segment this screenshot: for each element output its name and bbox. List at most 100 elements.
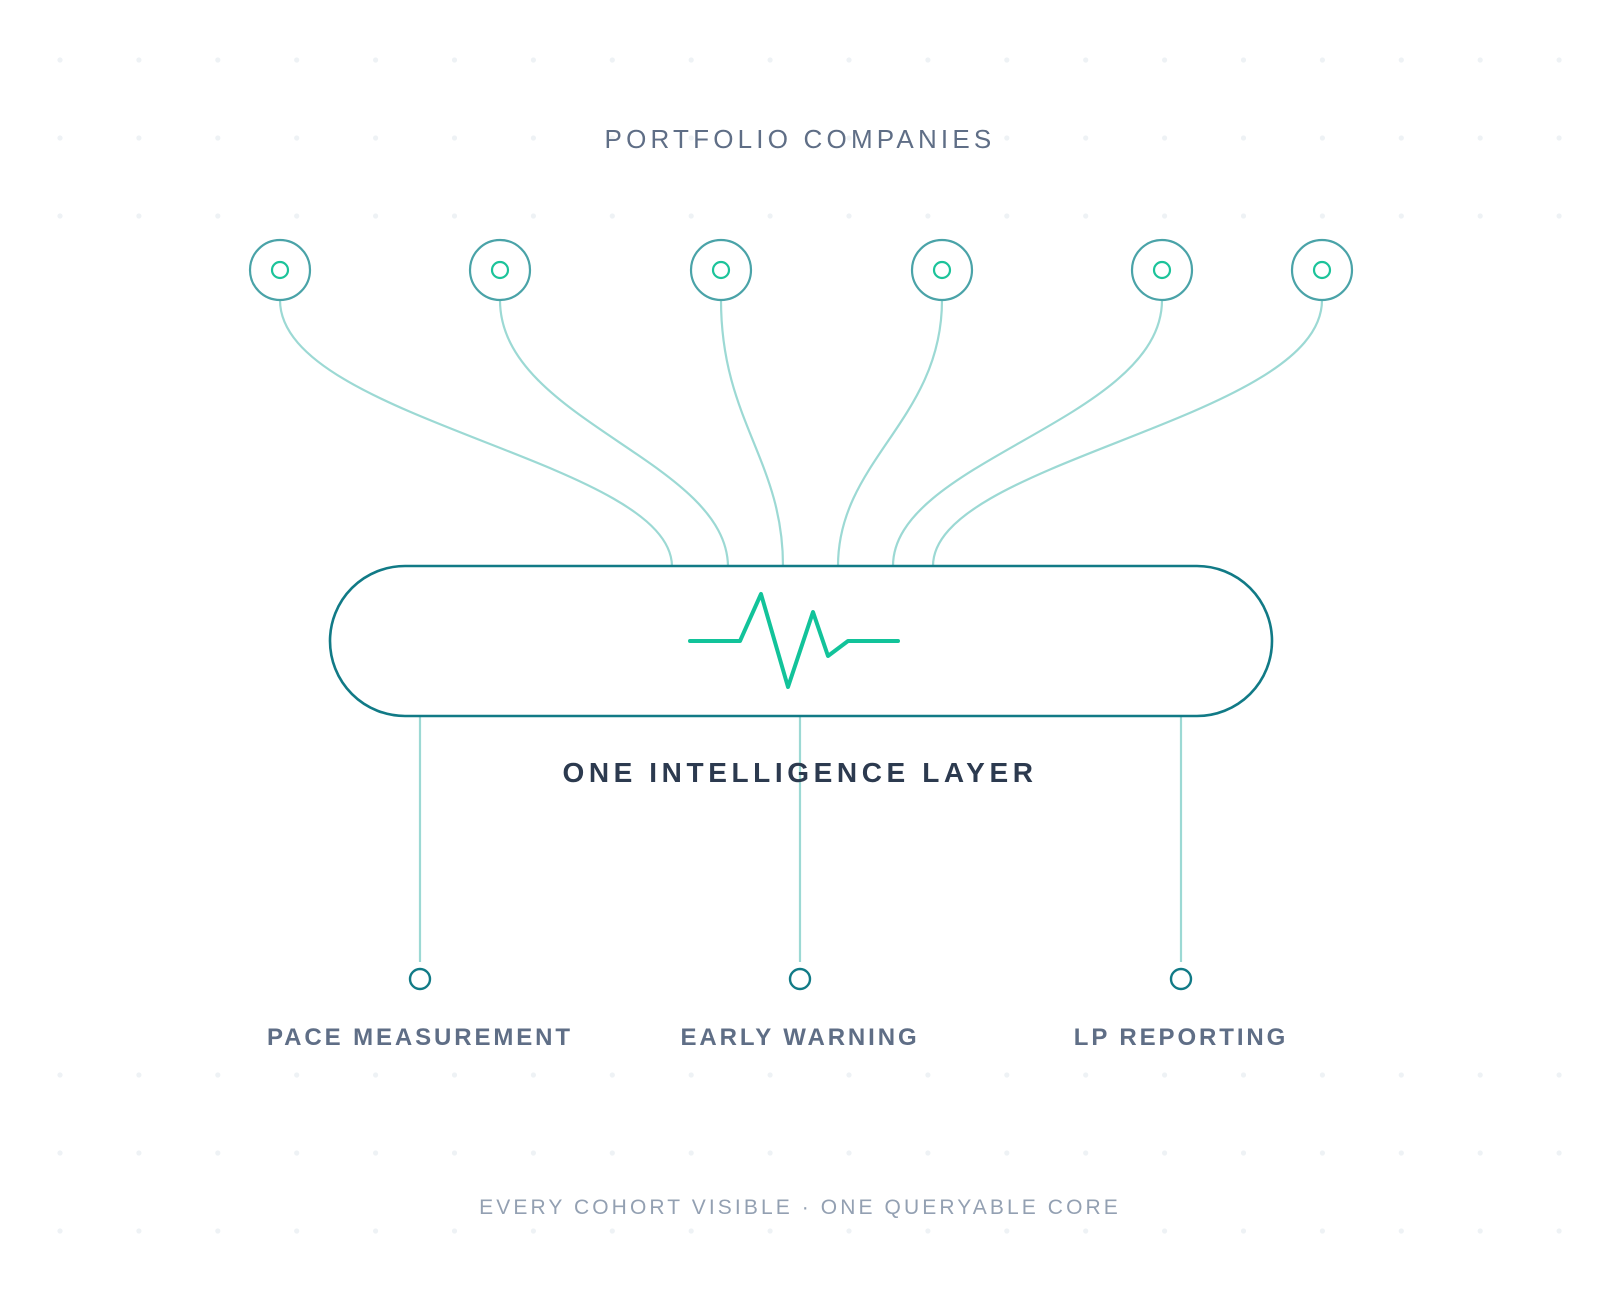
background-dot: [57, 1150, 63, 1156]
background-dot: [1004, 213, 1010, 219]
background-dot: [1162, 57, 1168, 63]
background-dot: [925, 1150, 931, 1156]
company-node-2[interactable]: [468, 238, 532, 302]
background-dot: [530, 57, 537, 63]
background-dot: [846, 1150, 852, 1156]
background-dot: [1240, 1150, 1247, 1156]
background-dot: [1083, 213, 1089, 219]
output-node-warning[interactable]: [788, 967, 812, 991]
background-dot: [688, 213, 694, 219]
background-dot: [294, 1150, 300, 1156]
background-dot: [1319, 57, 1325, 63]
background-dot: [688, 1228, 694, 1234]
connector-company-6: [931, 299, 1324, 567]
company-node-1[interactable]: [248, 238, 312, 302]
background-dot: [1398, 1150, 1404, 1156]
background-dot: [215, 1150, 221, 1156]
background-dot: [530, 1072, 537, 1078]
background-dot: [373, 57, 379, 63]
pulse-icon: [688, 592, 900, 689]
background-dot: [1319, 1150, 1325, 1156]
background-dot: [767, 1150, 773, 1156]
background-dot: [294, 213, 300, 219]
background-dot: [609, 1228, 615, 1234]
background-dot: [136, 1228, 142, 1234]
background-dot: [767, 135, 773, 141]
background-dot: [1162, 1072, 1168, 1078]
background-dot: [451, 1228, 458, 1234]
background-dot: [215, 1072, 221, 1078]
background-dot: [530, 1228, 537, 1234]
background-dot: [530, 135, 537, 141]
background-dot: [846, 135, 852, 141]
background-dot: [609, 1072, 615, 1078]
background-dot: [136, 1072, 142, 1078]
background-dot: [451, 1150, 458, 1156]
background-dot: [215, 1228, 221, 1234]
background-dot: [1319, 1228, 1325, 1234]
connector-company-4: [836, 299, 944, 567]
background-dot: [767, 1072, 773, 1078]
background-dot: [1004, 135, 1010, 141]
background-dot: [1477, 57, 1483, 63]
background-dot: [1477, 1228, 1483, 1234]
connector-company-5: [891, 299, 1164, 567]
company-node-6[interactable]: [1290, 238, 1354, 302]
intelligence-layer-capsule[interactable]: [328, 564, 1274, 718]
background-dot: [609, 213, 615, 219]
background-dot: [1240, 213, 1247, 219]
company-node-5[interactable]: [1130, 238, 1194, 302]
background-dot: [57, 135, 63, 141]
background-dot: [1319, 213, 1325, 219]
background-dot: [1398, 1228, 1404, 1234]
output-node-lp[interactable]: [1169, 967, 1193, 991]
portfolio-company-nodes: [248, 238, 1354, 302]
background-dot: [1240, 1072, 1247, 1078]
background-dot: [1556, 1150, 1562, 1156]
background-dot: [294, 57, 300, 63]
background-dot: [1004, 57, 1010, 63]
company-node-3-dot: [711, 260, 731, 280]
background-dot: [1004, 1150, 1010, 1156]
background-dot: [1556, 1072, 1562, 1078]
background-dot: [57, 1228, 63, 1234]
output-node-pace[interactable]: [408, 967, 432, 991]
footer-tagline: EVERY COHORT VISIBLE · ONE QUERYABLE COR…: [479, 1196, 1121, 1219]
background-dot: [1398, 57, 1404, 63]
background-dot: [767, 213, 773, 219]
background-dot: [1477, 213, 1483, 219]
background-dot: [925, 1228, 931, 1234]
background-dot: [1083, 57, 1089, 63]
background-dot: [925, 57, 931, 63]
background-dot: [1162, 213, 1168, 219]
background-dot: [688, 1072, 694, 1078]
background-dot: [1083, 135, 1089, 141]
background-dot: [1398, 213, 1404, 219]
background-dot: [688, 1150, 694, 1156]
background-dot: [451, 57, 458, 63]
background-dot: [688, 57, 694, 63]
background-dot: [1477, 1072, 1483, 1078]
background-dot: [1240, 1228, 1247, 1234]
background-dot: [925, 213, 931, 219]
output-connector-group: [418, 716, 1183, 962]
background-dot: [925, 135, 931, 141]
background-dot: [215, 57, 221, 63]
company-node-4[interactable]: [910, 238, 974, 302]
background-dot: [609, 1150, 615, 1156]
output-label-lp-reporting: LP REPORTING: [1073, 1024, 1289, 1051]
connector-group: [278, 299, 1324, 567]
background-dot: [1083, 1150, 1089, 1156]
background-dot: [451, 213, 458, 219]
background-dot: [1556, 57, 1562, 63]
background-dot: [373, 135, 379, 141]
company-node-6-dot: [1312, 260, 1332, 280]
background-dot: [1556, 213, 1562, 219]
company-node-3[interactable]: [689, 238, 753, 302]
background-dot: [846, 57, 852, 63]
background-dot: [451, 135, 458, 141]
background-dot: [767, 1228, 773, 1234]
background-dot: [1162, 135, 1168, 141]
background-dot: [294, 1228, 300, 1234]
background-dot: [1240, 57, 1247, 63]
